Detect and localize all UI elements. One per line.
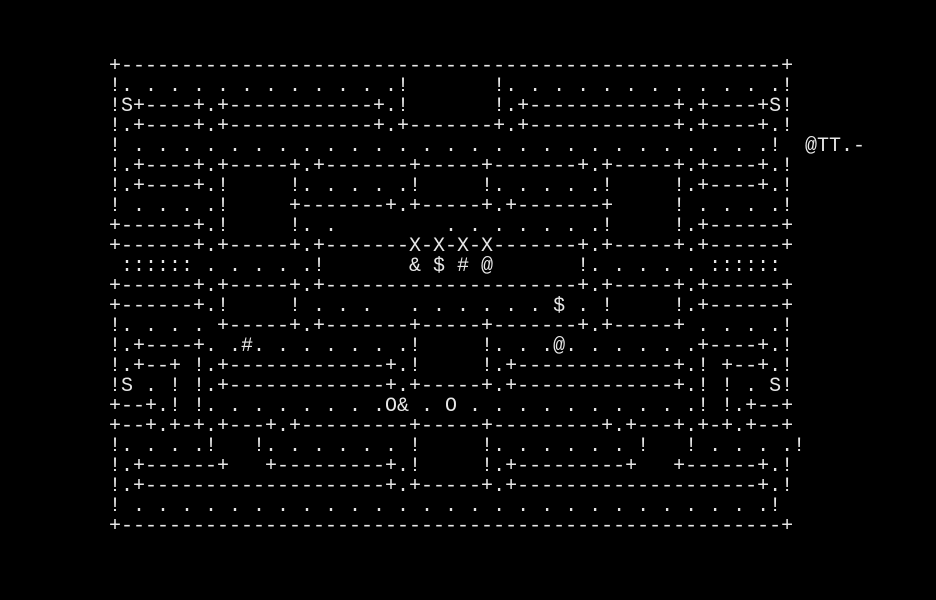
board-row: !.+--+ !.+-------------+.! !.+----------… bbox=[109, 355, 794, 378]
board-row: !.+------+ +---------+.! !.+---------+ +… bbox=[109, 455, 794, 478]
board-row: !.+--------------------+.+-----+.+------… bbox=[109, 475, 794, 498]
board-row: !. . . .! !. . . . . . ! !. . . . . . ! … bbox=[109, 435, 806, 458]
status-line: @TT.- bbox=[805, 135, 866, 158]
board-row: ! . . . . . . . . . . . . . . . . . . . … bbox=[109, 495, 782, 518]
board-row: +---------------------------------------… bbox=[109, 515, 794, 538]
board-row: ! . . . .! +-------+.+-----+.+-------+ !… bbox=[109, 195, 794, 218]
board-row: :::::: . . . . .! & $ # @ !. . . . . :::… bbox=[109, 255, 794, 278]
board-row: !.+----+.! !. . . . .! !. . . . .! !.+--… bbox=[109, 175, 794, 198]
board-row: ! . . . . . . . . . . . . . . . . . . . … bbox=[109, 135, 782, 158]
board-row: !S+----+.+------------+.! !.+-----------… bbox=[109, 95, 794, 118]
board-row: +---------------------------------------… bbox=[109, 55, 794, 78]
game-board: +---------------------------------------… bbox=[109, 57, 805, 537]
board-row: +--+.+-+.+---+.+---------+-----+--------… bbox=[109, 415, 794, 438]
board-row: +--+.! !. . . . . . . .O& . O . . . . . … bbox=[109, 395, 794, 418]
board-row: +------+.+-----+.+-------X-X-X-X-------+… bbox=[109, 235, 794, 258]
board-row: +------+.! !. . . . . . . . .! !.+------… bbox=[109, 215, 794, 238]
board-row: +------+.+-----+.+---------------------+… bbox=[109, 275, 794, 298]
board-row: !. . . . . . . . . . . .! !. . . . . . .… bbox=[109, 75, 794, 98]
board-row: !.+----+.+------------+.+-------+.+-----… bbox=[109, 115, 794, 138]
board-row: +------+.! ! . . . . . . . . . $ . ! !.+… bbox=[109, 295, 794, 318]
board-row: !. . . . +-----+.+-------+-----+-------+… bbox=[109, 315, 794, 338]
board-row: !S . ! !.+-------------+.+-----+.+------… bbox=[109, 375, 794, 398]
board-row: !.+----+. .#. . . . . . .! !. . .@. . . … bbox=[109, 335, 794, 358]
board-row: !.+----+.+-----+.+-------+-----+-------+… bbox=[109, 155, 794, 178]
